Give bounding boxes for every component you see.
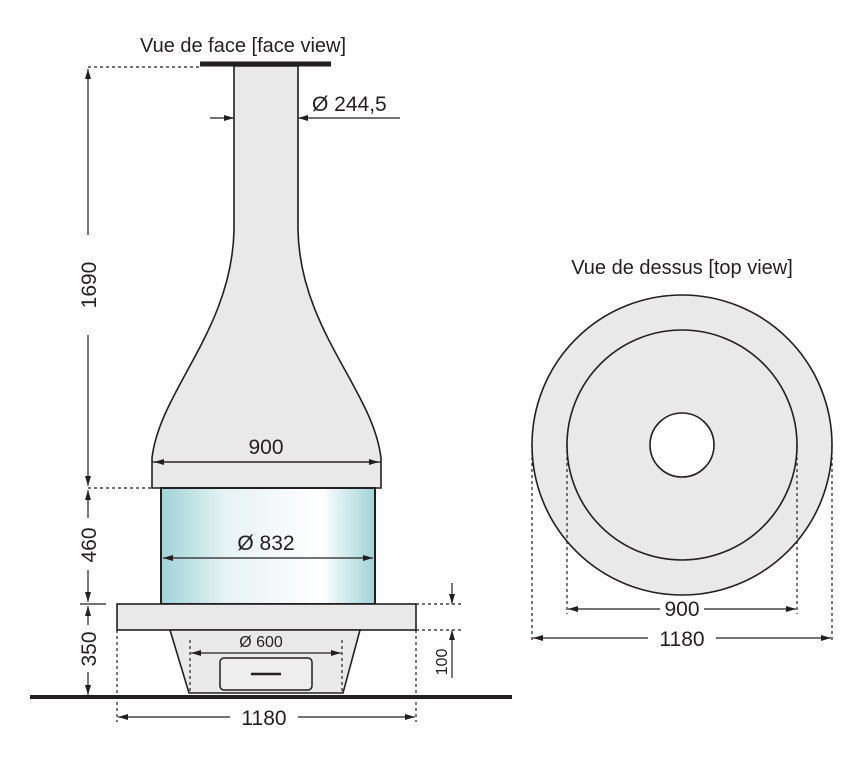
glass-diameter-label: Ø 832 — [237, 532, 294, 555]
base-width-label: 1180 — [241, 707, 286, 730]
height-base-label: 350 — [78, 631, 101, 666]
outer-diameter-label: 1180 — [659, 628, 704, 651]
base-thickness-label: 100 — [434, 649, 451, 676]
pedestal-diameter-label: Ø 600 — [239, 634, 283, 651]
face-view: Vue de face [face view] Ø 244,5 900 Ø 83… — [30, 35, 512, 730]
top-view-title: Vue de dessus [top view] — [571, 257, 793, 279]
flue-opening — [649, 412, 715, 478]
base-plate — [116, 603, 417, 631]
face-view-title: Vue de face [face view] — [140, 35, 346, 57]
inner-diameter-label: 900 — [664, 598, 699, 621]
height-glass-label: 460 — [78, 527, 101, 562]
height-flue-label: 1690 — [78, 262, 101, 309]
flue-diameter-label: Ø 244,5 — [312, 93, 387, 116]
hood-width-label: 900 — [248, 436, 283, 459]
hood-flue — [151, 65, 382, 489]
glass-cylinder — [160, 487, 376, 605]
top-view: Vue de dessus [top view] 900 1180 — [531, 257, 833, 651]
